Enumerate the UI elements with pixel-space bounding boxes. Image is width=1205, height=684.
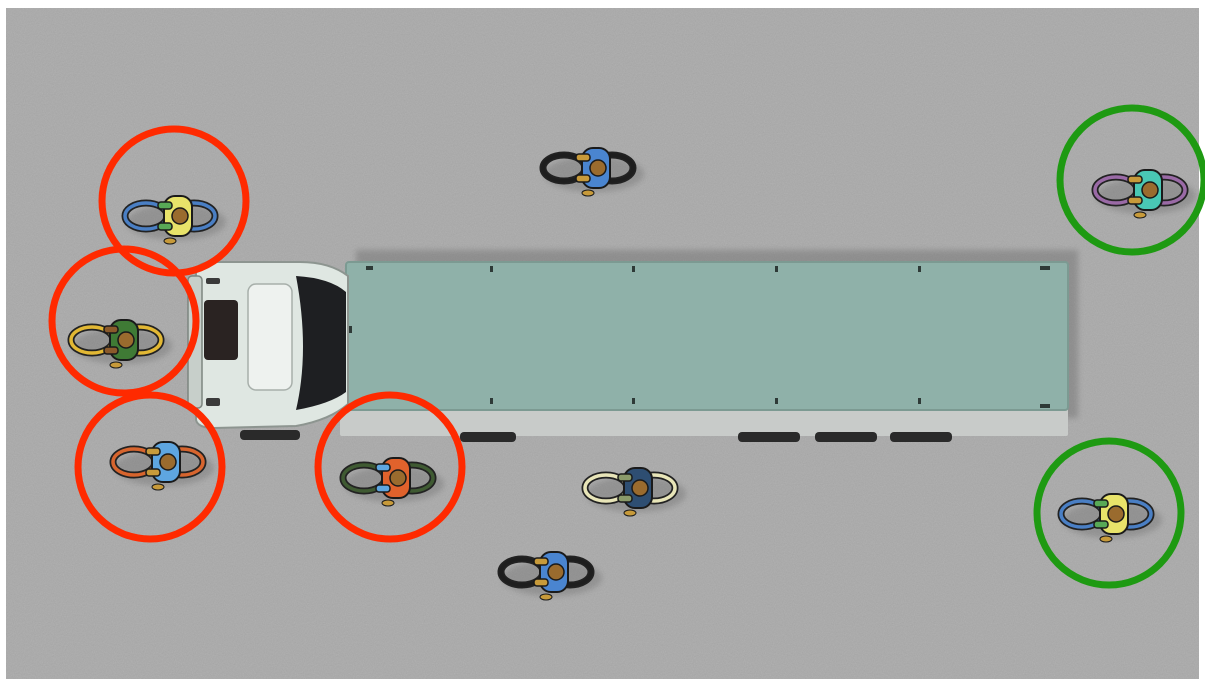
- roof-marker: [632, 398, 635, 404]
- rider-arm: [1094, 500, 1108, 507]
- rider-arm: [146, 448, 160, 455]
- roof-marker: [918, 398, 921, 404]
- rider-foot: [152, 484, 164, 490]
- rider-head: [1142, 182, 1158, 198]
- rider-foot: [624, 510, 636, 516]
- rider-arm: [576, 154, 590, 161]
- rider-head: [172, 208, 188, 224]
- roof-marker: [366, 266, 373, 270]
- rider-head: [548, 564, 564, 580]
- cab-roof-deflector: [248, 284, 292, 390]
- rider-arm: [158, 202, 172, 209]
- rider-arm: [576, 175, 590, 182]
- wheel: [890, 432, 952, 442]
- cab-side-window: [204, 300, 238, 360]
- roof-marker: [775, 266, 778, 272]
- wheel: [460, 432, 516, 442]
- rider-arm: [104, 326, 118, 333]
- rider-arm: [534, 579, 548, 586]
- rider-arm: [1128, 197, 1142, 204]
- truck-top-view: [188, 250, 1078, 442]
- wheel: [738, 432, 800, 442]
- rider-arm: [1128, 176, 1142, 183]
- rider-arm: [158, 223, 172, 230]
- rider-foot: [1100, 536, 1112, 542]
- rider-head: [160, 454, 176, 470]
- rider-arm: [146, 469, 160, 476]
- roof-marker: [632, 266, 635, 272]
- rider-arm: [618, 495, 632, 502]
- wheel: [815, 432, 877, 442]
- rider-foot: [582, 190, 594, 196]
- rider-foot: [164, 238, 176, 244]
- rider-head: [118, 332, 134, 348]
- rider-arm: [534, 558, 548, 565]
- rider-arm: [1094, 521, 1108, 528]
- cab-windshield: [296, 276, 346, 410]
- cab-headlight: [206, 278, 220, 284]
- rider-foot: [1134, 212, 1146, 218]
- roof-marker: [490, 266, 493, 272]
- truck-cab: [188, 262, 348, 428]
- rider-arm: [104, 347, 118, 354]
- roof-marker: [918, 266, 921, 272]
- rider-foot: [110, 362, 122, 368]
- rider-head: [632, 480, 648, 496]
- rider-foot: [382, 500, 394, 506]
- rider-head: [390, 470, 406, 486]
- roof-marker: [775, 398, 778, 404]
- rider-head: [1108, 506, 1124, 522]
- rider-foot: [540, 594, 552, 600]
- roof-marker: [490, 398, 493, 404]
- rider-arm: [376, 485, 390, 492]
- cab-headlight: [206, 398, 220, 406]
- roof-marker: [1040, 266, 1050, 270]
- rider-head: [590, 160, 606, 176]
- wheel: [240, 430, 300, 440]
- trailer-roof: [346, 262, 1068, 410]
- roof-marker: [1040, 404, 1050, 408]
- rider-arm: [618, 474, 632, 481]
- rider-arm: [376, 464, 390, 471]
